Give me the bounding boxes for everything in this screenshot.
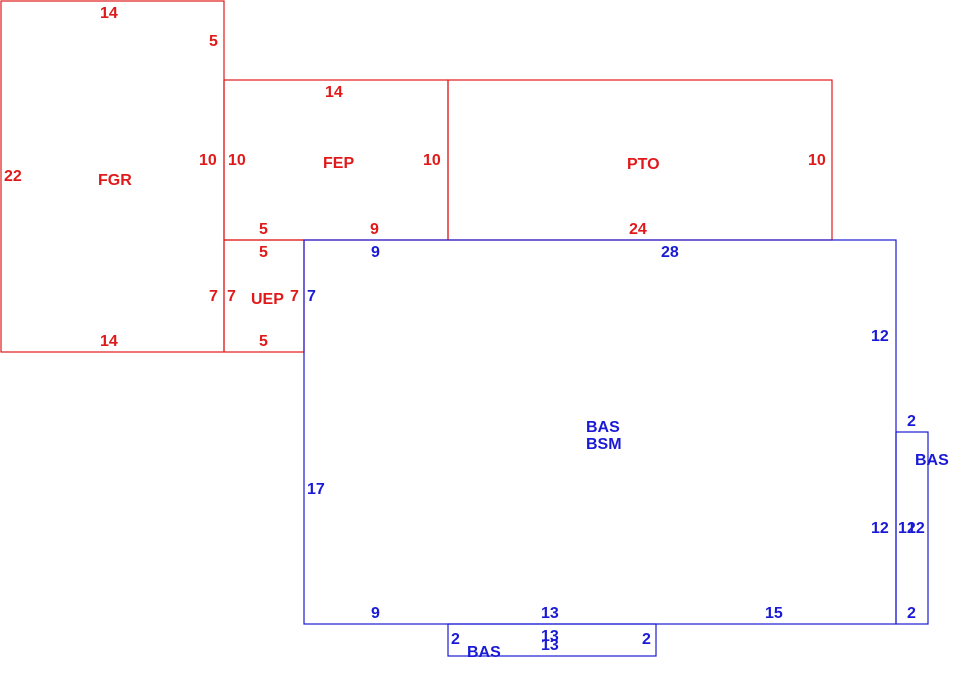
fgr-dim-right-upper: 5 bbox=[209, 33, 218, 50]
fgr-dim-left: 22 bbox=[4, 168, 22, 185]
uep-dim-bottom: 5 bbox=[259, 333, 268, 350]
fgr-dim-top: 14 bbox=[100, 5, 118, 22]
fgr-dim-bottom: 14 bbox=[100, 333, 118, 350]
bas-right-area[interactable] bbox=[895, 431, 929, 625]
bas-main-dim-left-upper: 7 bbox=[307, 288, 316, 305]
bas-bottom-dim-right: 2 bbox=[642, 631, 651, 648]
pto-dim-bottom: 24 bbox=[629, 221, 647, 238]
bas-main-dim-top: 28 bbox=[661, 244, 679, 261]
fep-label: FEP bbox=[323, 155, 354, 172]
fep-dim-bottom-left: 5 bbox=[259, 221, 268, 238]
bas-right-dim-right: 12 bbox=[907, 520, 925, 537]
bas-main-dim-top-left: 9 bbox=[371, 244, 380, 261]
fgr-dim-right-mid: 10 bbox=[199, 152, 217, 169]
bsm-label: BSM bbox=[586, 436, 622, 453]
bas-bottom-dim-bottom: 13 bbox=[541, 637, 559, 654]
bas-main-dim-bottom-mid: 13 bbox=[541, 605, 559, 622]
bas-main-label: BAS bbox=[586, 419, 620, 436]
pto-dim-right: 10 bbox=[808, 152, 826, 169]
bas-right-dim-top: 2 bbox=[907, 413, 916, 430]
bas-main-dim-right-upper: 12 bbox=[871, 328, 889, 345]
bas-bottom-area[interactable] bbox=[447, 623, 657, 657]
bas-main-dim-left: 17 bbox=[307, 481, 325, 498]
bas-main-dim-right-lower: 12 bbox=[871, 520, 889, 537]
uep-dim-left: 7 bbox=[227, 288, 236, 305]
bas-bottom-dim-top: 13 bbox=[541, 628, 559, 645]
bas-right-label: BAS bbox=[915, 452, 949, 469]
bas-main-dim-bottom-right: 15 bbox=[765, 605, 783, 622]
pto-label: PTO bbox=[627, 156, 660, 173]
bas-main-dim-bottom-left: 9 bbox=[371, 605, 380, 622]
uep-label: UEP bbox=[251, 291, 284, 308]
fgr-label: FGR bbox=[98, 172, 132, 189]
uep-dim-right: 7 bbox=[290, 288, 299, 305]
bas-bottom-dim-left: 2 bbox=[451, 631, 460, 648]
bas-bottom-label: BAS bbox=[467, 644, 501, 661]
fep-dim-left: 10 bbox=[228, 152, 246, 169]
fgr-dim-right-lower: 7 bbox=[209, 288, 218, 305]
fep-dim-right: 10 bbox=[423, 152, 441, 169]
bas-right-dim-bottom: 2 bbox=[907, 605, 916, 622]
bas-right-dim-left: 12 bbox=[898, 520, 916, 537]
fep-dim-top: 14 bbox=[325, 84, 343, 101]
fep-dim-bottom-right: 9 bbox=[370, 221, 379, 238]
uep-dim-top: 5 bbox=[259, 244, 268, 261]
